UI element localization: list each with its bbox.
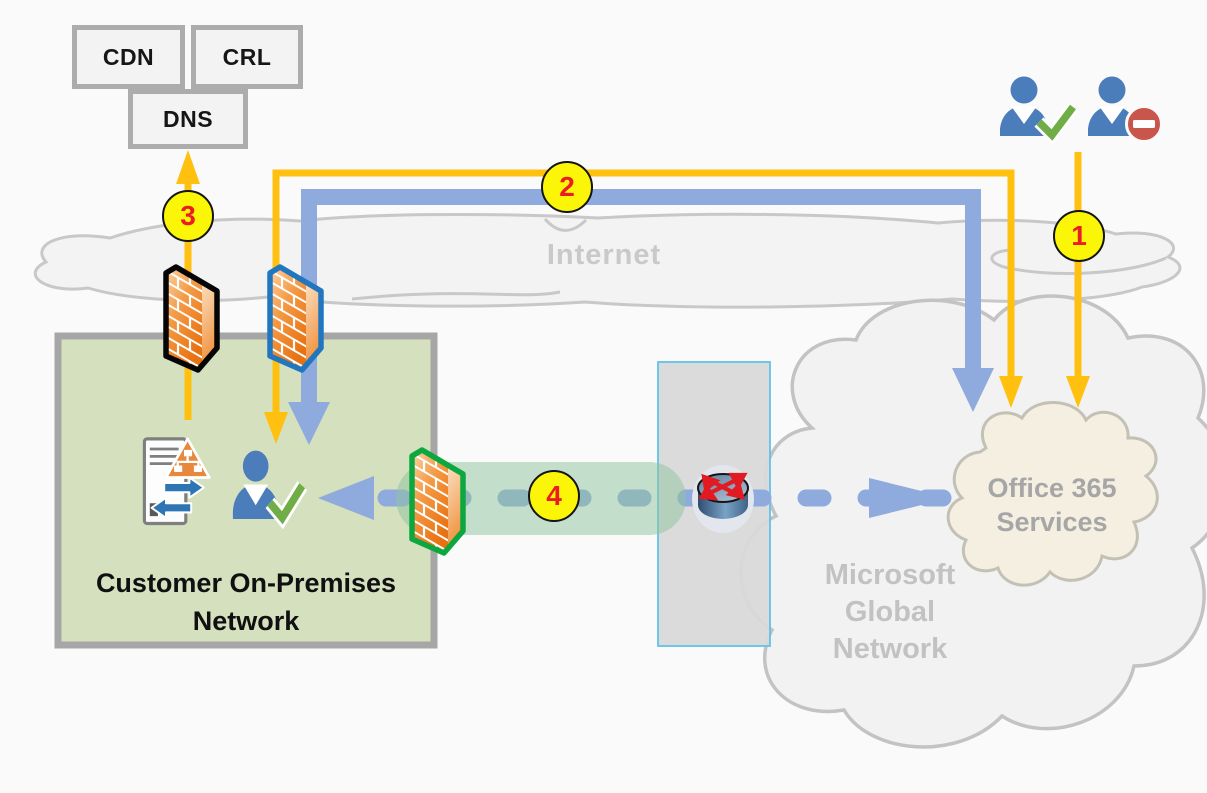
crl-box: CRL [191,25,303,89]
o365-label-line2: Services [996,507,1108,537]
cdn-label: CDN [102,43,155,70]
office365-services-cloud [946,401,1159,587]
user-allowed-icon [1000,76,1079,145]
step-3-label: 3 [180,200,196,231]
user-blocked-icon [1088,76,1163,143]
office365-services-label: Office 365 Services [952,471,1152,539]
msn-label-line2: Global [844,596,936,628]
customer-label-line2: Network [192,606,300,636]
internet-label: Internet [454,239,754,272]
dns-label: DNS [162,105,214,132]
step-4-label: 4 [546,480,562,511]
dns-box: DNS [128,89,248,149]
customer-network-label: Customer On-Premises Network [66,564,426,640]
direct-connect-dashed-arrow [318,476,955,520]
step-badge-4: 4 [528,470,580,522]
step-badge-2: 2 [541,161,593,213]
firewall-blue-icon [267,264,324,373]
dns-proxy-server-icon [142,437,211,526]
o365-label-line1: Office 365 [987,473,1117,503]
user-to-o365-arrow [1066,152,1090,408]
internet-cloud [33,212,1182,309]
cdn-box: CDN [72,25,185,89]
onprem-user-icon [232,450,308,530]
step-2-label: 2 [559,171,575,202]
firewall-black-icon [163,264,220,373]
step-1-label: 1 [1071,220,1087,251]
msn-label-line1: Microsoft [824,559,956,591]
router-icon [692,465,754,533]
internet-label-text: Internet [546,239,662,271]
microsoft-global-network-label: Microsoft Global Network [770,557,1010,668]
crl-label: CRL [222,43,272,70]
msn-label-line3: Network [832,633,948,665]
customer-label-line1: Customer On-Premises [95,568,397,598]
step-badge-1: 1 [1053,210,1105,262]
firewall-green-icon [409,447,466,556]
step-badge-3: 3 [162,190,214,242]
